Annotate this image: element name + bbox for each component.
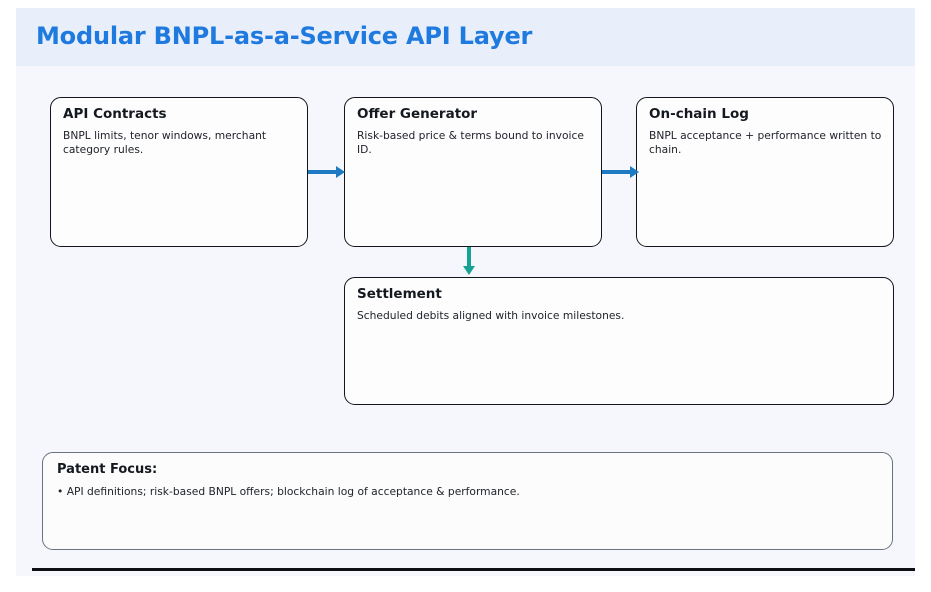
connector-api-to-offer [308, 170, 338, 174]
node-body: BNPL acceptance + performance written to… [649, 129, 882, 156]
list-item: • API definitions; risk-based BNPL offer… [57, 485, 520, 498]
slide-canvas: Modular BNPL-as-a-Service API Layer API … [16, 8, 915, 576]
node-title: API Contracts [63, 106, 167, 122]
patent-focus-title: Patent Focus: [57, 462, 158, 477]
arrow-right-icon [336, 166, 345, 178]
node-on-chain-log[interactable]: On-chain Log BNPL acceptance + performan… [636, 97, 894, 247]
baseline-divider [32, 568, 915, 571]
node-settlement[interactable]: Settlement Scheduled debits aligned with… [344, 277, 894, 405]
patent-focus-list: • API definitions; risk-based BNPL offer… [57, 484, 878, 499]
arrow-right-icon [630, 166, 639, 178]
node-title: On-chain Log [649, 106, 749, 122]
connector-offer-to-onchain [602, 170, 632, 174]
node-body: BNPL limits, tenor windows, merchant cat… [63, 129, 267, 156]
page-title: Modular BNPL-as-a-Service API Layer [36, 22, 533, 50]
node-body: Risk-based price & terms bound to invoic… [357, 129, 584, 156]
node-offer-generator[interactable]: Offer Generator Risk-based price & terms… [344, 97, 602, 247]
node-title: Settlement [357, 286, 442, 302]
node-api-contracts[interactable]: API Contracts BNPL limits, tenor windows… [50, 97, 308, 247]
node-body: Scheduled debits aligned with invoice mi… [357, 309, 625, 322]
node-title: Offer Generator [357, 106, 478, 122]
connector-offer-to-settlement [467, 247, 471, 269]
arrow-down-icon [463, 266, 475, 275]
patent-focus-box: Patent Focus: • API definitions; risk-ba… [42, 452, 893, 550]
slide-header-band [16, 8, 915, 66]
